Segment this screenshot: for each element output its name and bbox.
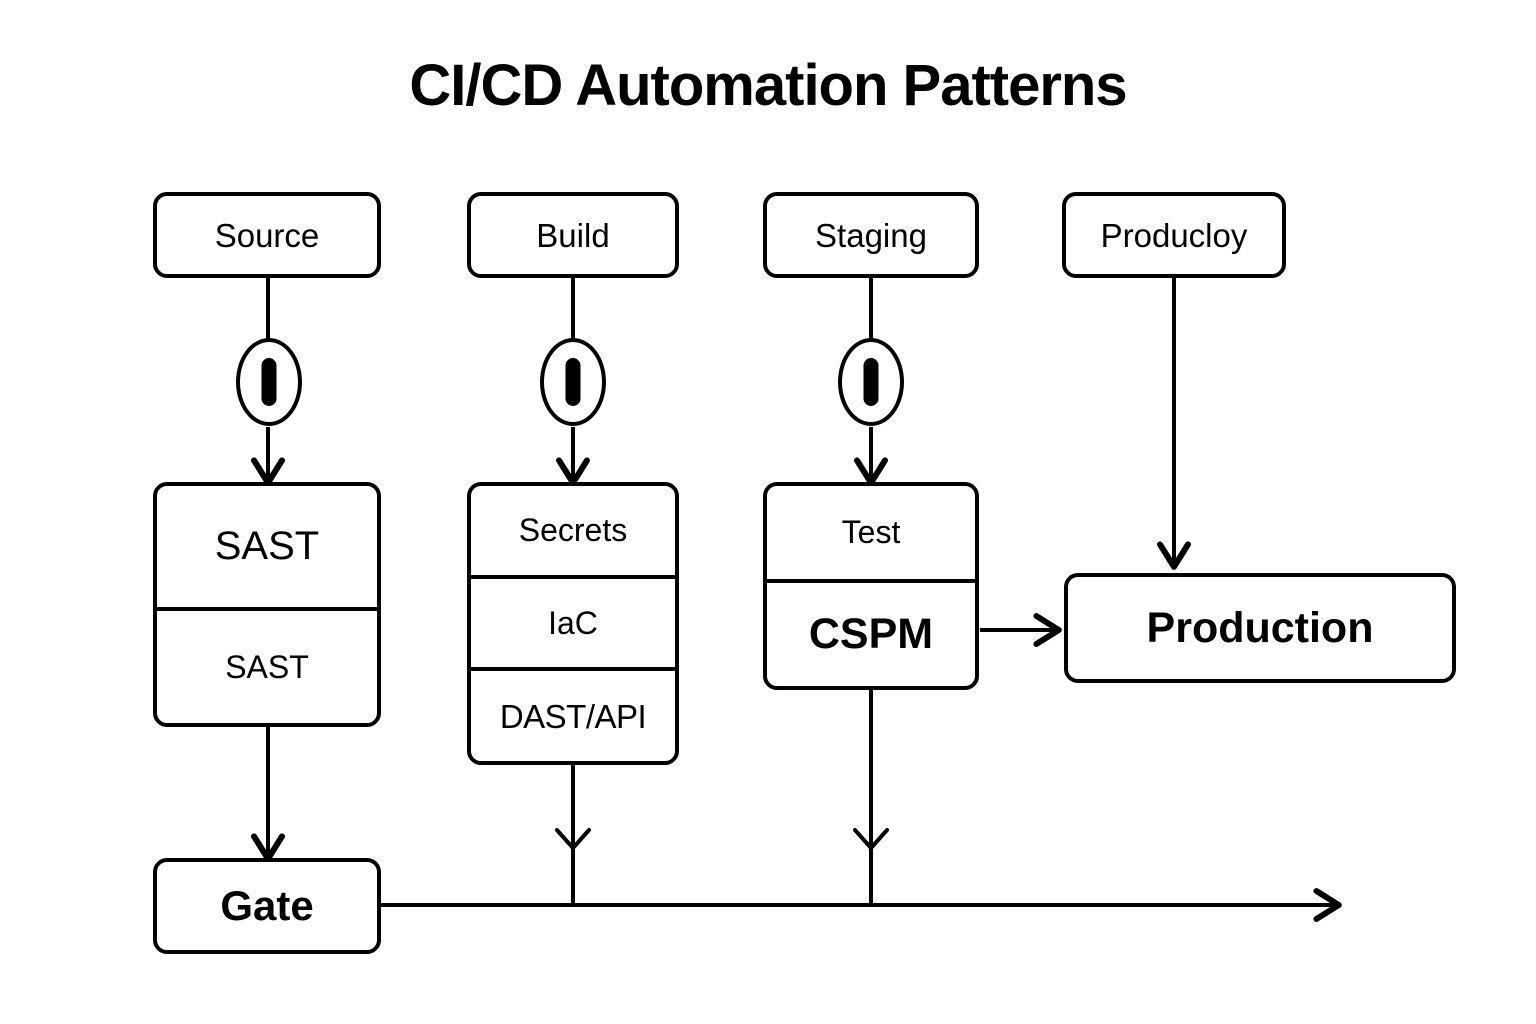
pipeline-gate-icon-bar [565, 358, 581, 406]
node-stage-producloy-label: Producloy [1100, 216, 1248, 254]
node-staging-check-cspm: CSPM [767, 578, 975, 687]
pipeline-gate-icon-staging[interactable] [838, 338, 904, 426]
node-stage-staging-label: Staging [815, 216, 927, 254]
node-build-check-dast: DAST/API [471, 667, 675, 761]
node-build-checks[interactable]: Secrets IaC DAST/API [467, 482, 679, 765]
node-source-check-sast: SAST [157, 606, 377, 724]
node-stage-staging[interactable]: Staging [763, 192, 979, 278]
node-stage-producloy[interactable]: Producloy [1062, 192, 1286, 278]
node-source-checks[interactable]: SAST SAST [153, 482, 381, 727]
node-stage-source[interactable]: Source [153, 192, 381, 278]
node-production-label: Production [1146, 603, 1374, 652]
node-build-check-secrets: Secrets [518, 512, 628, 549]
node-gate-label: Gate [220, 882, 314, 929]
node-build-check-iac: IaC [471, 574, 675, 668]
node-source-check-sast-static: SAST [214, 524, 320, 569]
pipeline-gate-icon-source[interactable] [236, 338, 302, 426]
edge-staging-stack-arrowhead [853, 828, 889, 850]
node-stage-source-label: Source [214, 216, 320, 254]
pipeline-gate-icon-build[interactable] [540, 338, 606, 426]
node-stage-build[interactable]: Build [467, 192, 679, 278]
node-stage-build-label: Build [536, 216, 610, 254]
page-title: CI/CD Automation Patterns [409, 53, 1127, 118]
node-production[interactable]: Production [1064, 573, 1456, 683]
node-staging-check-test: Test [841, 514, 901, 551]
pipeline-gate-icon-bar [261, 358, 277, 406]
pipeline-gate-icon-bar [863, 358, 879, 406]
edge-build-stack-arrowhead [555, 828, 591, 850]
node-staging-checks[interactable]: Test CSPM [763, 482, 979, 690]
node-gate[interactable]: Gate [153, 858, 381, 954]
